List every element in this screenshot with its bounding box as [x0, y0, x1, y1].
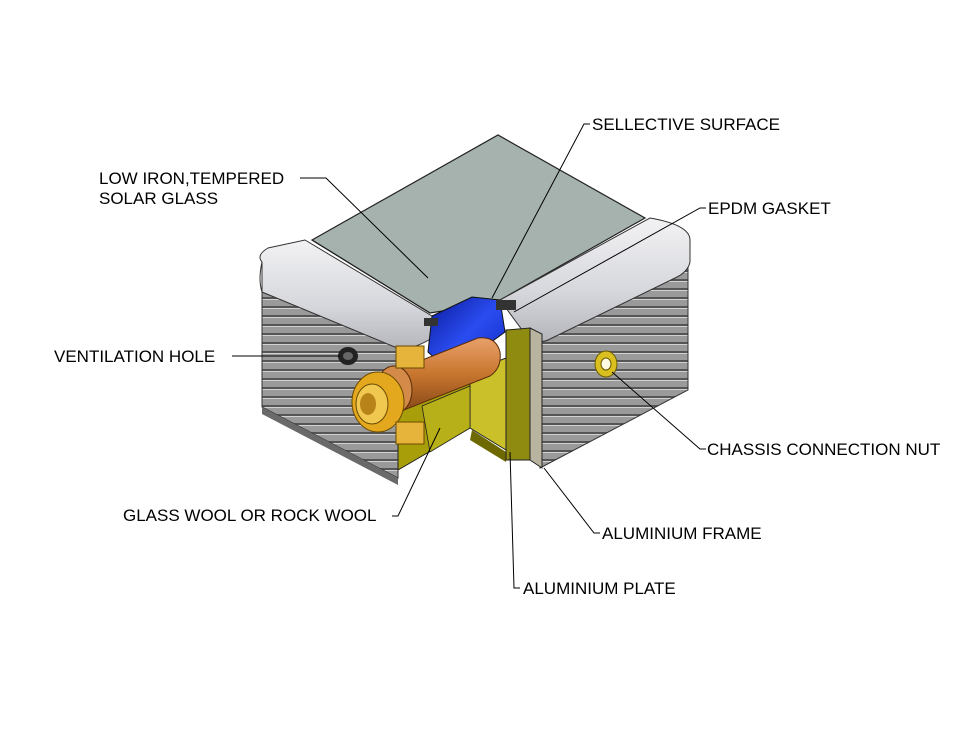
- ventilation-hole: [338, 347, 358, 365]
- label-ventilation-hole: VENTILATION HOLE: [54, 347, 216, 366]
- aluminium-plate: [505, 327, 543, 469]
- brass-fitting: [351, 345, 425, 445]
- label-selective-surface: SELLECTIVE SURFACE: [592, 115, 781, 134]
- label-glass-line2: SOLAR GLASS: [99, 189, 219, 208]
- leader-lines: [232, 123, 706, 589]
- label-aluminium-plate: ALUMINIUM PLATE: [523, 579, 676, 598]
- chassis-nut: [594, 350, 618, 378]
- label-chassis-nut: CHASSIS CONNECTION NUT: [707, 440, 941, 459]
- epdm-gasket: [424, 300, 516, 326]
- label-epdm-gasket: EPDM GASKET: [708, 199, 831, 218]
- label-glass-line1: LOW IRON,TEMPERED: [99, 169, 285, 188]
- label-insulation: GLASS WOOL OR ROCK WOOL: [123, 506, 377, 525]
- label-aluminium-frame: ALUMINIUM FRAME: [602, 524, 762, 543]
- frame-left-side: [261, 291, 399, 485]
